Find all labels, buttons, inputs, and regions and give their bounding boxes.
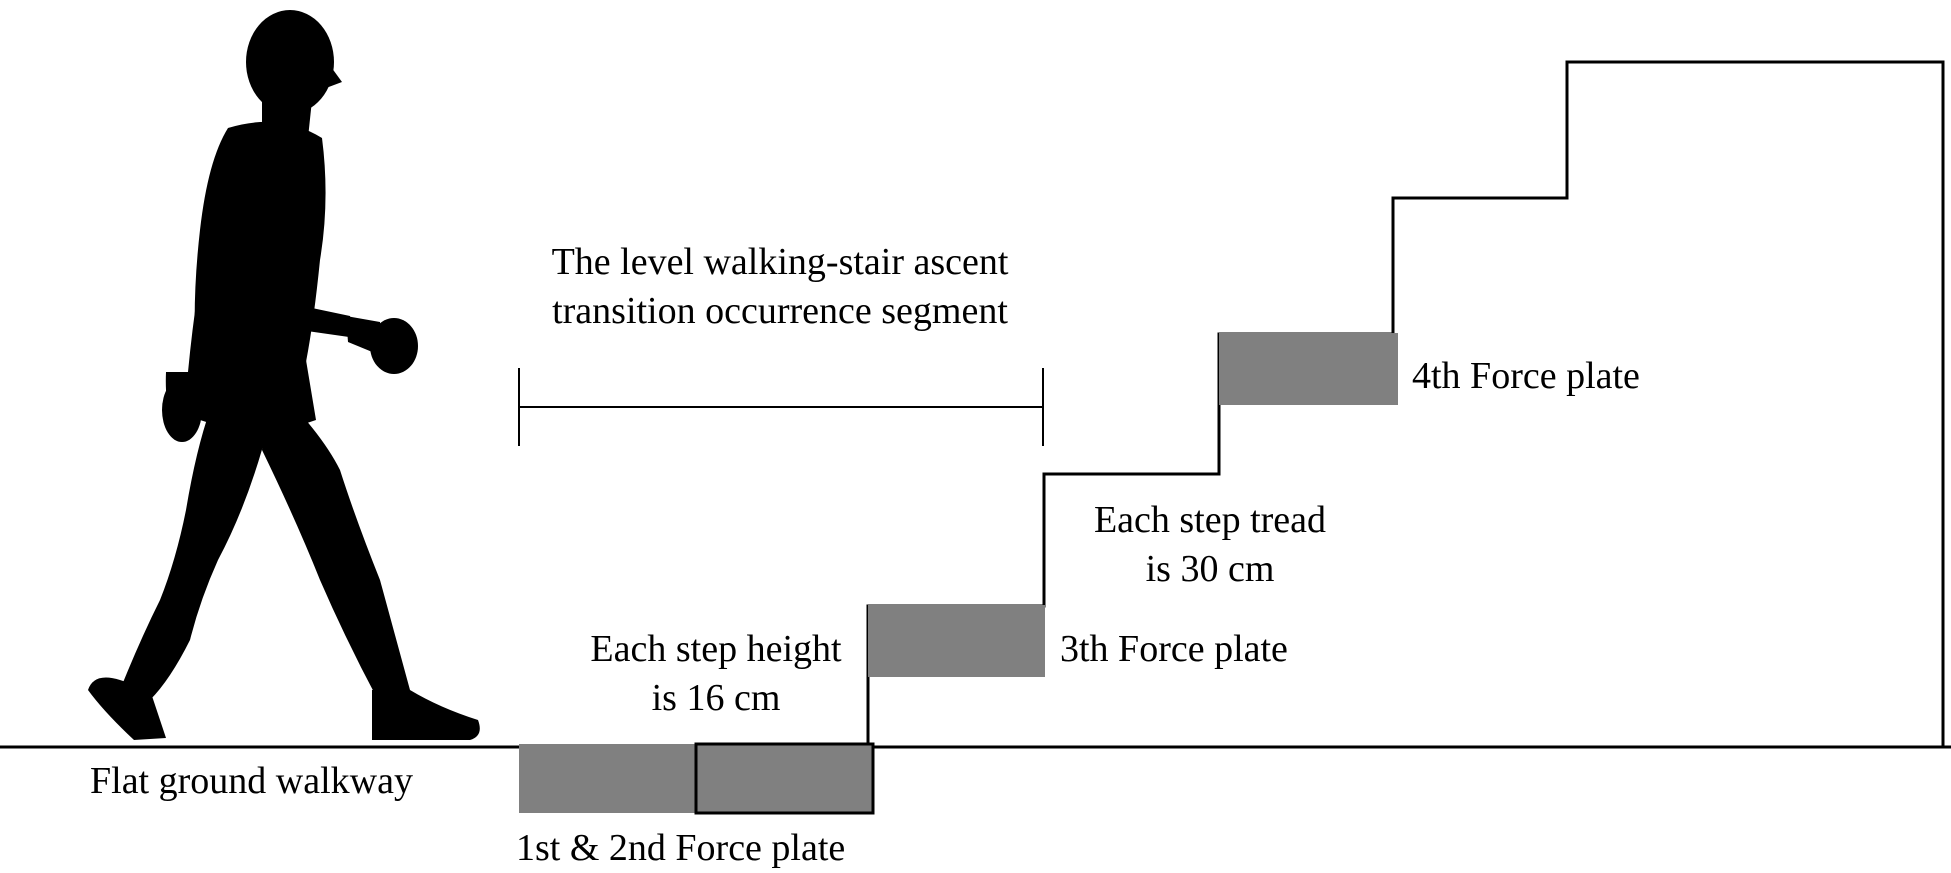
force-plate-3-label: 3th Force plate	[1060, 628, 1288, 670]
walking-person-silhouette-icon	[88, 10, 480, 740]
step-tread-line2: is 30 cm	[1145, 548, 1275, 590]
step-tread-line1: Each step tread	[1093, 499, 1327, 541]
step-height-line1: Each step height	[590, 628, 842, 670]
force-plate-4	[1219, 333, 1398, 405]
step-tread-label: Each step tread is 30 cm	[1060, 496, 1360, 594]
transition-segment-bracket	[518, 368, 1044, 446]
force-plate-4-label: 4th Force plate	[1412, 355, 1640, 397]
segment-title-line2: transition occurrence segment	[552, 290, 1008, 332]
walkway-label: Flat ground walkway	[90, 760, 413, 802]
segment-title: The level walking-stair ascent transitio…	[500, 238, 1060, 336]
step-height-label: Each step height is 16 cm	[556, 625, 876, 723]
force-plate-1	[519, 744, 696, 813]
force-plate-2	[694, 742, 875, 815]
force-plate-3	[868, 605, 1045, 677]
segment-title-line1: The level walking-stair ascent	[551, 241, 1009, 283]
force-plate-1-2-label: 1st & 2nd Force plate	[516, 827, 846, 869]
step-height-line2: is 16 cm	[651, 677, 781, 719]
